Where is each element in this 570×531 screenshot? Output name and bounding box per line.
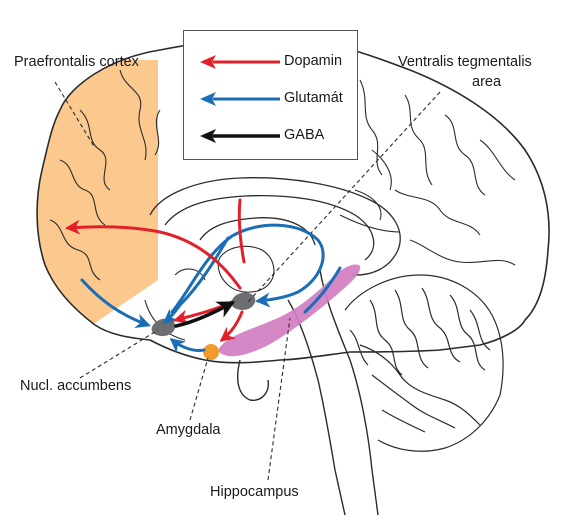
dopamine-arrow-down xyxy=(219,310,244,342)
label-nucl-accumbens: Nucl. accumbens xyxy=(20,378,132,394)
legend-label-dopamine: Dopamin xyxy=(284,53,343,69)
dopamine-arrow-icon xyxy=(200,55,280,69)
leader-prefrontal xyxy=(54,81,96,149)
hippocampus-shape xyxy=(218,264,361,357)
label-vta-line1: Ventralis tegmentalis xyxy=(398,54,532,70)
dopamine-arrow-vta-to-amygdala xyxy=(237,198,246,264)
vta-shape xyxy=(231,292,256,310)
label-vta-line2: area xyxy=(472,74,502,90)
amygdala-shape xyxy=(203,344,219,360)
glutamate-arrow-amygdala-to-accumbens xyxy=(169,338,206,354)
gaba-arrow-icon xyxy=(200,129,280,143)
legend-label-glutamate: Glutamát xyxy=(284,90,343,106)
glutamate-pathways xyxy=(80,223,342,354)
label-amygdala: Amygdala xyxy=(156,422,221,438)
label-hippocampus: Hippocampus xyxy=(210,484,299,500)
glutamate-arrow-icon xyxy=(200,92,280,106)
legend-label-gaba: GABA xyxy=(284,127,325,143)
glutamate-arrow-vta-to-accumbens xyxy=(162,236,230,324)
legend-item-gaba: GABA xyxy=(184,123,359,149)
legend-item-glutamate: Glutamát xyxy=(184,86,359,112)
glutamate-arrow-cortex-to-accumbens xyxy=(80,278,151,329)
leader-amygdala xyxy=(189,357,209,421)
cerebellum xyxy=(344,274,504,452)
glutamate-arrow-hippocampus xyxy=(303,266,342,314)
leader-accumbens xyxy=(79,329,159,379)
cortex-sulci xyxy=(49,69,516,281)
gaba-arrow-accumbens-to-vta xyxy=(174,301,236,328)
leader-hippocampus xyxy=(267,317,291,481)
label-prefrontal-cortex: Praefrontalis cortex xyxy=(14,54,139,70)
prefrontal-region xyxy=(37,60,158,340)
dopamine-pathways xyxy=(65,198,246,342)
leader-lines xyxy=(54,81,441,481)
leader-vta xyxy=(247,91,441,303)
legend-item-dopamine: Dopamin xyxy=(184,49,359,75)
glutamate-arrow-cortex-to-vta xyxy=(170,223,325,314)
legend: Dopamin Glutamát GABA xyxy=(183,30,358,160)
dopamine-arrow-vta-to-cortex xyxy=(65,219,242,290)
